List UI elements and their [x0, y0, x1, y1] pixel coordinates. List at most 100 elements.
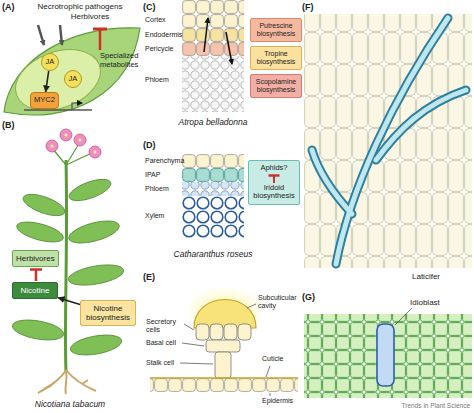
leader-line	[182, 343, 204, 346]
cortex-cells	[182, 0, 244, 28]
transport-arrow	[204, 18, 208, 52]
secretory-cell	[196, 324, 209, 340]
pericycle-cells	[182, 42, 244, 56]
flower	[46, 140, 58, 152]
panel-letter: (G)	[302, 292, 315, 302]
metabolite-box: Nicotine	[12, 282, 58, 299]
plant-leaf	[67, 217, 122, 248]
laticifer-wall	[312, 150, 352, 214]
inhibition-bar	[269, 174, 280, 177]
plant-leaf	[21, 190, 68, 220]
node-text: Nicotine biosynthesis	[84, 304, 132, 322]
structure-label: Secretory cells	[146, 318, 186, 334]
leader-line	[180, 304, 270, 396]
transport-arrow	[226, 32, 232, 64]
panel-letter: (D)	[143, 140, 156, 150]
ipap-cells	[182, 168, 244, 182]
structure-label: Stalk cell	[146, 359, 174, 367]
node-text: JA	[69, 75, 78, 84]
leader-line	[395, 308, 412, 325]
leader-line	[266, 366, 270, 377]
flower-center	[79, 139, 82, 142]
transcription-arrow	[72, 103, 82, 110]
inhibition-bar	[93, 28, 107, 31]
leader-line	[247, 304, 256, 308]
attacker-label: Necrotrophic pathogens	[38, 2, 123, 11]
plant-leaf	[67, 175, 114, 205]
connector-arrow	[58, 298, 80, 305]
endodermis-cells	[182, 28, 244, 42]
inhibition-stem	[99, 29, 102, 50]
node-text: Tropine biosynthesis	[254, 50, 298, 66]
plant-leaf	[11, 175, 125, 358]
structure-label: Cuticle	[262, 355, 283, 363]
species-name: Nicotiana tabacum	[35, 400, 105, 410]
mesophyll-cells	[304, 314, 472, 398]
idioblast-cell	[377, 324, 394, 386]
panel-letter: (C)	[143, 2, 156, 12]
phloem-cells	[182, 182, 244, 196]
root	[38, 370, 96, 394]
phloem-cells	[182, 56, 244, 112]
node-text: MYC2	[34, 96, 55, 105]
tissue-label: IPAP	[145, 171, 160, 179]
root	[82, 380, 88, 384]
attack-arrow	[38, 25, 44, 45]
tissue-label: Pericycle	[145, 45, 173, 53]
node-text: Nicotine	[16, 286, 54, 295]
tobacco-plant	[11, 129, 125, 394]
species-name: Catharanthus roseus	[174, 250, 253, 260]
node-text: Herbivores	[16, 254, 55, 263]
secretory-cell	[210, 324, 223, 340]
hormone-circle: JA	[64, 70, 82, 88]
stem	[65, 160, 66, 372]
species-name: Atropa belladonna	[178, 118, 247, 128]
epidermis-cells	[150, 378, 298, 392]
leader-line	[184, 324, 194, 330]
pathway-box: Putrescine biosynthesis	[250, 18, 302, 42]
structure-label: Idioblast	[410, 298, 440, 307]
secretory-cell	[196, 324, 251, 340]
structure-label: Laticifer	[412, 272, 440, 281]
laticifer-wall	[312, 18, 466, 264]
parenchyma-cells	[304, 14, 472, 268]
panel-letter: (A)	[2, 2, 15, 12]
root	[44, 385, 52, 389]
basal-cell	[206, 340, 240, 352]
root-tissue	[182, 0, 244, 112]
secretory-cell	[224, 324, 237, 340]
hormone-circle: JA	[41, 53, 59, 71]
plant-leaf	[15, 218, 66, 246]
tissue-label: Phloem	[145, 76, 169, 84]
stalk-cell	[215, 352, 231, 378]
tissue-label: Xylem	[145, 212, 164, 220]
node-text: JA	[46, 58, 55, 67]
flower-center	[65, 134, 68, 137]
tissue-label: Cortex	[145, 16, 166, 24]
idioblast-tissue	[304, 308, 472, 398]
parenchyma-cells	[182, 154, 244, 168]
laticifer-lumen	[376, 90, 466, 160]
dna-strand	[24, 109, 92, 111]
leaf-tissue	[182, 154, 244, 238]
xylem-cells	[182, 196, 244, 238]
inhibition-bar	[30, 268, 42, 271]
attacker-label: Herbivores	[71, 12, 110, 21]
leaf-cell	[7, 39, 109, 122]
root	[65, 370, 66, 394]
flower	[89, 146, 101, 158]
panel-letter: (F)	[302, 2, 314, 12]
pathway-box: Aphids?Iridoid biosynthesis	[248, 160, 300, 205]
laticifer-lumen	[312, 18, 466, 264]
tissue-label: Phloem	[145, 185, 169, 193]
flower-center	[94, 151, 97, 154]
watermark: Trends in Plant Science	[402, 402, 470, 409]
plant-leaf	[69, 332, 123, 359]
panel-letter: (E)	[143, 272, 155, 282]
laticifer-tissue	[304, 14, 472, 268]
inhibition-stem	[35, 270, 38, 281]
root	[38, 370, 66, 393]
cuticle	[150, 377, 298, 379]
flower	[46, 129, 101, 158]
